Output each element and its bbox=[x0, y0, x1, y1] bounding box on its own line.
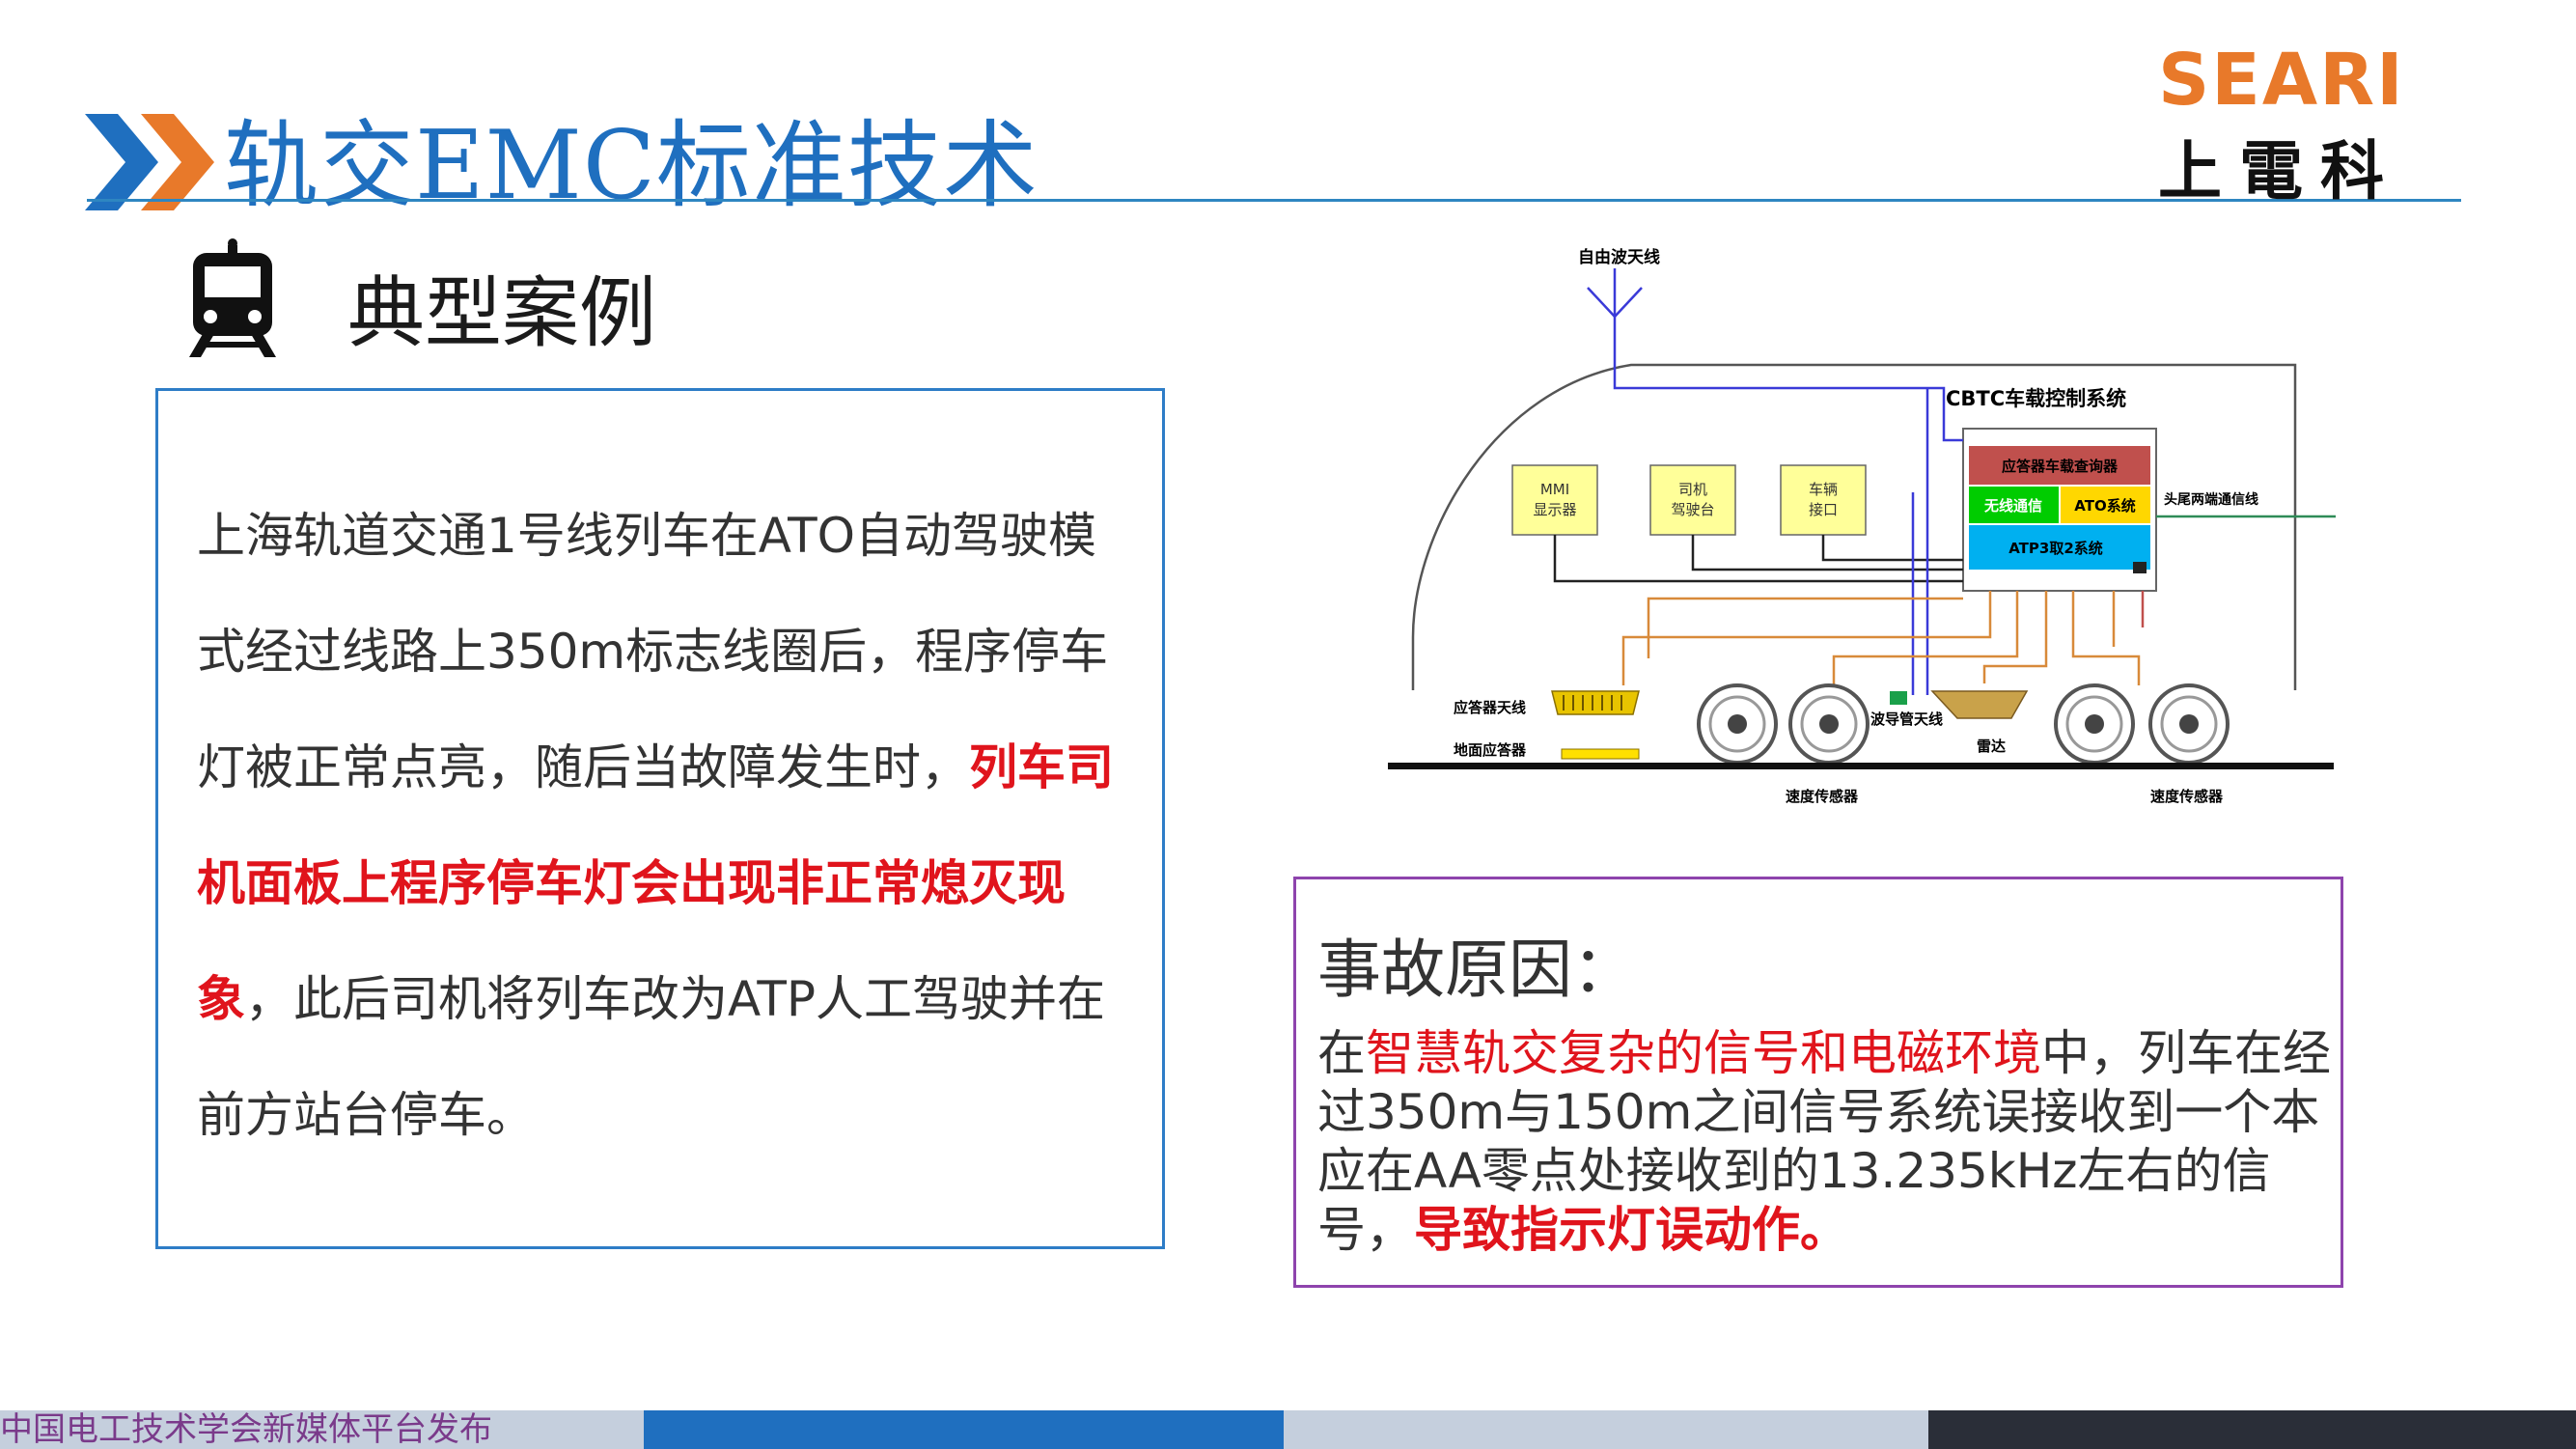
cbtc-unit: 应答器车载查询器 无线通信 ATO系统 ATP3取2系统 bbox=[1962, 428, 2157, 592]
cause-heading: 事故原因： bbox=[1317, 933, 1636, 1007]
driver-label-1: 司机 bbox=[1678, 481, 1707, 498]
rail-track bbox=[1388, 763, 2334, 769]
radar-unit bbox=[1930, 690, 2029, 719]
balise-antenna bbox=[1551, 690, 1640, 715]
vehicle-interface-box: 车辆 接口 bbox=[1780, 464, 1867, 536]
section-subtitle: 典型案例 bbox=[347, 268, 656, 358]
case-description-box: 上海轨道交通1号线列车在ATO自动驾驶模式经过线路上350m标志线圈后，程序停车… bbox=[155, 388, 1165, 1249]
ato-label: ATO系统 bbox=[2074, 497, 2135, 515]
endcomm-label: 头尾两端通信线 bbox=[2164, 491, 2258, 508]
footer-bar-2 bbox=[644, 1410, 1284, 1449]
seari-logo-chinese: 上電科 bbox=[2158, 133, 2401, 209]
train-body-outline bbox=[1411, 363, 2297, 690]
mmi-box: MMI 显示器 bbox=[1511, 464, 1598, 536]
footer-bar-1 bbox=[0, 1410, 644, 1449]
waveguide-label: 波导管天线 bbox=[1870, 711, 1943, 728]
wheel-2 bbox=[1788, 683, 1870, 765]
double-chevron-icon bbox=[85, 114, 214, 210]
waveguide-antenna bbox=[1890, 691, 1907, 705]
cause-text-1: 在 bbox=[1317, 1025, 1366, 1081]
speed-sensor-label-2: 速度传感器 bbox=[2150, 788, 2224, 805]
atp-label: ATP3取2系统 bbox=[2008, 540, 2103, 557]
speed-sensor-label-1: 速度传感器 bbox=[1786, 788, 1859, 805]
cause-box: 事故原因： 在智慧轨交复杂的信号和电磁环境中，列车在经过350m与150m之间信… bbox=[1293, 877, 2343, 1288]
train-icon bbox=[189, 238, 276, 357]
balise-antenna-label: 应答器天线 bbox=[1454, 699, 1526, 716]
wheel-1 bbox=[1697, 683, 1778, 765]
vehicle-label-1: 车辆 bbox=[1809, 481, 1838, 498]
case-description-text: 上海轨道交通1号线列车在ATO自动驾驶模式经过线路上350m标志线圈后，程序停车… bbox=[197, 478, 1123, 1173]
wheel-4 bbox=[2148, 683, 2230, 765]
page-title: 轨交EMC标准技术 bbox=[224, 111, 1039, 221]
mmi-label-1: MMI bbox=[1540, 481, 1569, 498]
wireless-label: 无线通信 bbox=[1983, 497, 2042, 515]
wheel-3 bbox=[2054, 683, 2135, 765]
radar-label: 雷达 bbox=[1977, 738, 2006, 755]
footer-bar-3 bbox=[1284, 1410, 1928, 1449]
cause-text-conclusion: 导致指示灯误动作。 bbox=[1414, 1202, 1848, 1258]
case-text-highlight: 列车司机面板上程序停车灯会出现非正常熄灭现象 bbox=[197, 739, 1114, 1027]
cause-text-highlight: 智慧轨交复杂的信号和电磁环境 bbox=[1366, 1025, 2041, 1081]
cause-text: 在智慧轨交复杂的信号和电磁环境中，列车在经过350m与150m之间信号系统误接收… bbox=[1317, 1024, 2331, 1260]
footer-bar-4 bbox=[1928, 1410, 2576, 1449]
ground-balise-label: 地面应答器 bbox=[1454, 741, 1527, 759]
ground-balise bbox=[1561, 748, 1640, 760]
footer-publisher-text: 中国电工技术学会新媒体平台发布 bbox=[0, 1410, 492, 1449]
driver-label-2: 驾驶台 bbox=[1671, 501, 1714, 518]
title-divider bbox=[87, 199, 2461, 202]
antenna-label: 自由波天线 bbox=[1578, 247, 1660, 267]
mmi-label-2: 显示器 bbox=[1533, 501, 1576, 518]
case-text-part-1: 上海轨道交通1号线列车在ATO自动驾驶模式经过线路上350m标志线圈后，程序停车… bbox=[197, 508, 1109, 795]
antenna-icon bbox=[1587, 268, 1643, 367]
cbtc-label: CBTC车载控制系统 bbox=[1946, 387, 2126, 410]
seari-logo-text: SEARI bbox=[2158, 39, 2405, 122]
driver-desk-box: 司机 驾驶台 bbox=[1649, 464, 1736, 536]
query-label: 应答器车载查询器 bbox=[2002, 458, 2119, 475]
case-text-part-3: ，此后司机将列车改为ATP人工驾驶并在前方站台停车。 bbox=[197, 971, 1106, 1143]
cause-text-2: 中，列车在经过350m与150m之间信号系统误接收到一个本应在AA零点处接收到的… bbox=[1317, 1025, 2331, 1258]
train-system-diagram: 自由波天线 CBTC车载控制系统 MMI 显示器 司机 驾驶台 车辆 接口 应答… bbox=[1388, 247, 2336, 805]
vehicle-label-2: 接口 bbox=[1809, 501, 1838, 518]
